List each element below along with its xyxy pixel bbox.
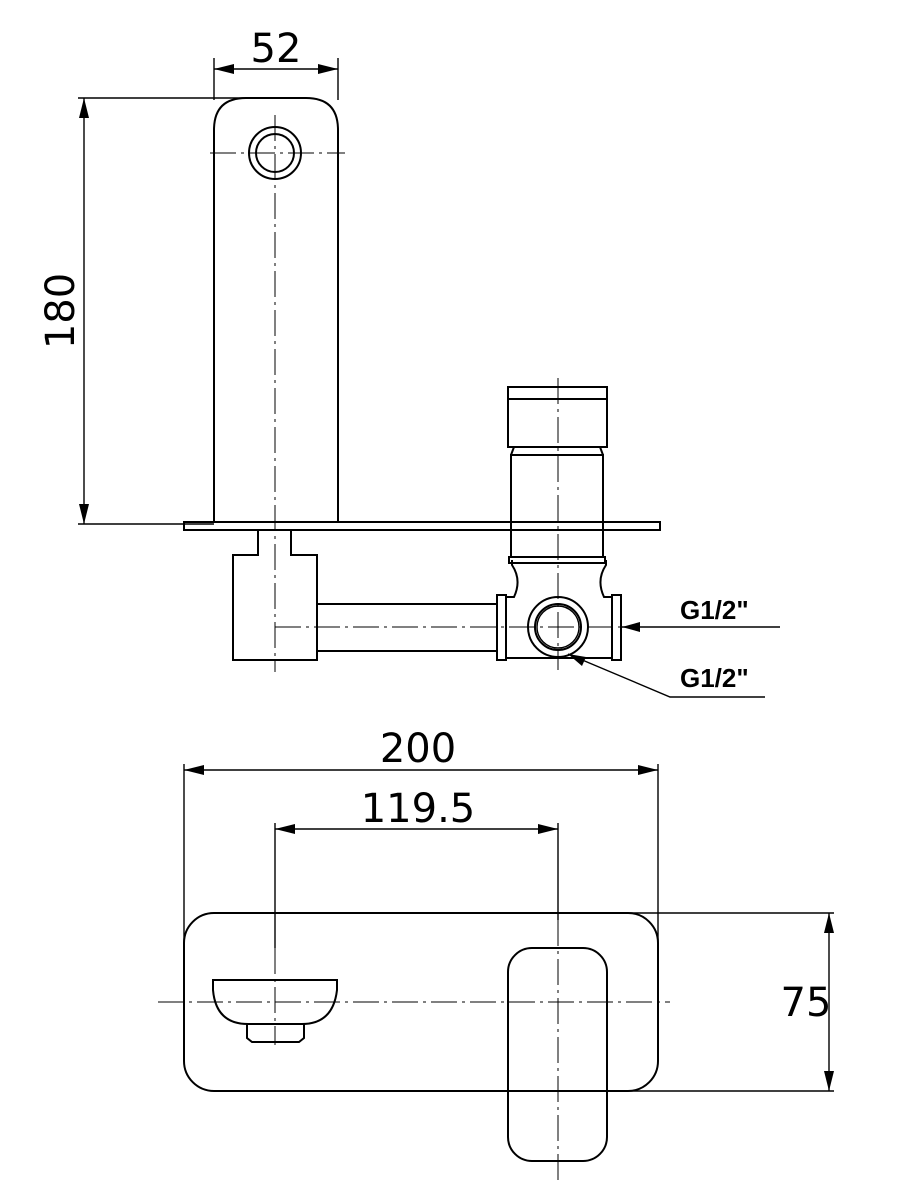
inlet-label-bottom: G1/2" bbox=[680, 663, 749, 693]
valve-flange-left bbox=[496, 594, 507, 661]
valve-stem bbox=[510, 454, 604, 558]
valve-body bbox=[506, 560, 612, 659]
spout-rough-in-block bbox=[232, 530, 318, 661]
side-view: G1/2" G1/2" 52 180 bbox=[38, 26, 780, 698]
wall-plate bbox=[183, 521, 661, 531]
dim-spout-handle-distance: 119.5 bbox=[361, 786, 476, 832]
dim-spout-width: 52 bbox=[251, 26, 302, 72]
spout-outline bbox=[213, 97, 339, 522]
dim-overall-width: 200 bbox=[380, 726, 456, 772]
dim-plate-height: 75 bbox=[781, 980, 832, 1026]
inlet-label-side: G1/2" bbox=[680, 595, 749, 625]
top-view: 200 119.5 75 bbox=[158, 726, 834, 1185]
dim-spout-height: 180 bbox=[38, 273, 84, 349]
spout-outlet-shape bbox=[212, 979, 338, 1026]
